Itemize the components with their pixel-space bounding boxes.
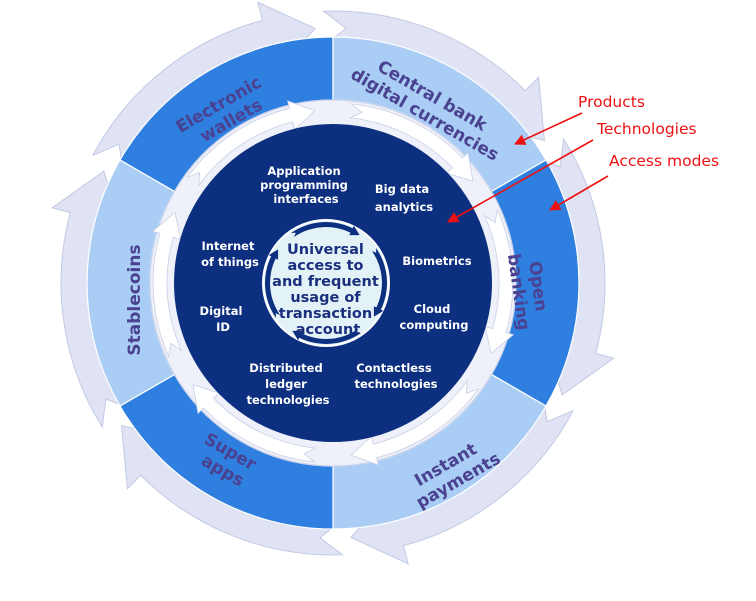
technology-big-data-analytics: Big data analytics [375, 182, 433, 214]
center-arrow [265, 249, 281, 318]
inner-arrow [192, 384, 318, 463]
inner-arrow [151, 211, 183, 358]
inner-arrow [350, 379, 480, 466]
technology-cloud-computing: Cloud computing [400, 302, 469, 332]
center-cycle-arrows [265, 222, 387, 344]
legend-access-modes: Access modes [609, 152, 719, 170]
center-arrow [292, 328, 361, 344]
technology-biometrics: Biometrics [402, 254, 471, 268]
technology-internet-of-things: Internet of things [201, 239, 259, 269]
legend-technologies: Technologies [596, 120, 697, 138]
legend-products: Products [578, 93, 645, 111]
inner-arrow [186, 100, 316, 187]
legend-access-modes-pointer [549, 175, 609, 211]
center-label: Universal access to and frequent usage o… [272, 242, 384, 338]
access-mode-stablecoins: Stablecoins [125, 244, 145, 355]
technology-contactless-technologies: Contactless technologies [354, 361, 437, 391]
access-mode-ring [86, 36, 580, 530]
technology-digital-id: Digital ID [200, 304, 247, 334]
legend-technologies-pointer [447, 139, 594, 223]
technology-distributed-ledger-technologies: Distributed ledger technologies [246, 361, 329, 407]
center-arrow [371, 248, 387, 317]
inner-arrow [483, 208, 515, 355]
technology-application-programming-interfaces: Application programming interfaces [260, 164, 352, 206]
inner-arrow [348, 103, 474, 182]
center-arrow [291, 222, 360, 238]
center-disc [262, 219, 390, 347]
inner-cycle-arrows [151, 100, 515, 466]
legend-products-pointer [513, 112, 583, 145]
